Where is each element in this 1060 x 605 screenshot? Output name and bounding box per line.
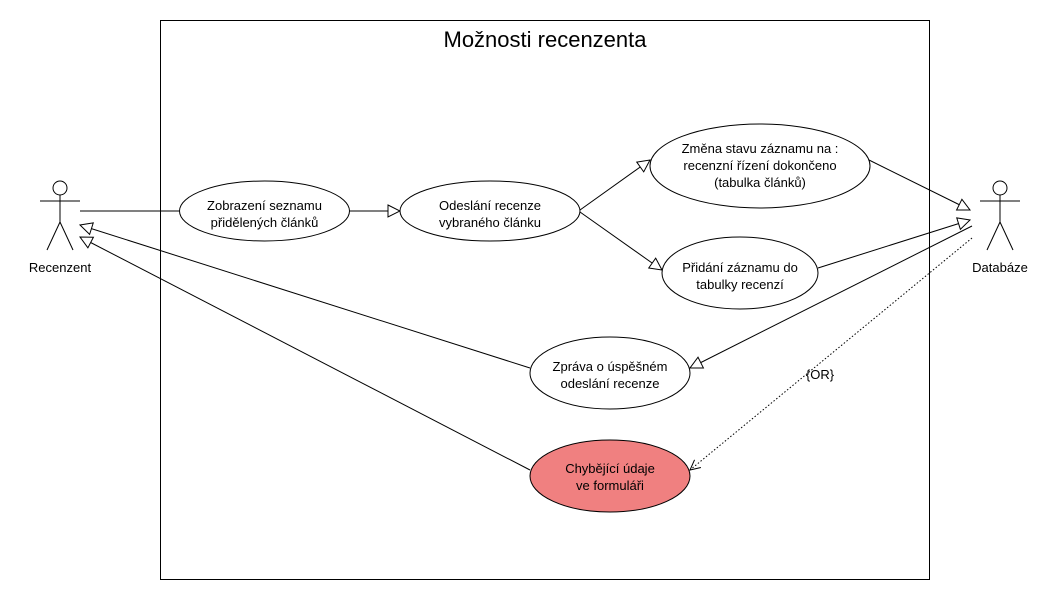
use-case-list-line2: přidělených článků <box>211 215 319 230</box>
use-case-send-line1: Odeslání recenze <box>439 198 541 213</box>
flow-status-database <box>868 159 970 210</box>
or-constraint-label: {OR} <box>806 367 835 382</box>
use-case-send[interactable]: Odeslání recenze vybraného článku <box>399 180 581 242</box>
flow-send-add <box>579 211 662 270</box>
use-case-status[interactable]: Změna stavu záznamu na : recenzní řízení… <box>649 123 871 209</box>
use-case-add-line1: Přidání záznamu do <box>682 260 798 275</box>
use-case-missing[interactable]: Chybějící údaje ve formuláři <box>529 439 691 513</box>
use-case-send-line2: vybraného článku <box>439 215 541 230</box>
stick-figure-icon <box>980 180 1020 251</box>
system-title: Možnosti recenzenta <box>444 27 648 52</box>
flow-send-status <box>579 160 650 211</box>
or-dependency <box>690 237 973 470</box>
use-case-missing-line2: ve formuláři <box>576 478 644 493</box>
connectors <box>80 159 973 471</box>
actor-reviewer[interactable]: Recenzent <box>29 180 92 275</box>
use-case-list-line1: Zobrazení seznamu <box>207 198 322 213</box>
flow-database-message <box>690 225 973 368</box>
flow-message-reviewer <box>80 225 531 369</box>
use-case-status-line2: recenzní řízení dokončeno <box>683 158 836 173</box>
stick-figure-icon <box>40 180 80 251</box>
flow-missing-reviewer <box>80 237 531 471</box>
use-case-message-line2: odeslání recenze <box>560 376 659 391</box>
use-case-missing-line1: Chybějící údaje <box>565 461 655 476</box>
actor-reviewer-label: Recenzent <box>29 260 92 275</box>
use-case-status-line1: Změna stavu záznamu na : <box>682 141 839 156</box>
actor-database-label: Databáze <box>972 260 1028 275</box>
use-case-message[interactable]: Zpráva o úspěšném odeslání recenze <box>529 336 691 410</box>
actor-database[interactable]: Databáze <box>972 180 1028 275</box>
use-case-message-line1: Zpráva o úspěšném <box>553 359 668 374</box>
use-case-add[interactable]: Přidání záznamu do tabulky recenzí <box>661 236 819 310</box>
use-case-list[interactable]: Zobrazení seznamu přidělených článků <box>179 180 350 242</box>
use-case-add-line2: tabulky recenzí <box>696 277 784 292</box>
use-case-status-line3: (tabulka článků) <box>714 175 806 190</box>
flow-add-database <box>817 220 970 269</box>
